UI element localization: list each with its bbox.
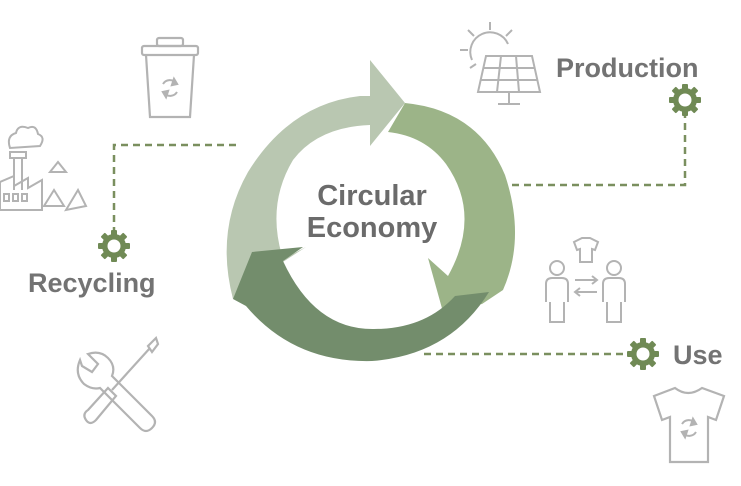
gear-icon	[98, 230, 130, 262]
connector-recycling	[112, 143, 236, 232]
people-exchange-shirt-icon	[545, 237, 626, 323]
center-title-line2: Economy	[306, 212, 438, 244]
stage-label-recycling: Recycling	[28, 268, 156, 298]
arrow-dark	[233, 247, 489, 362]
arrow-light	[226, 60, 405, 299]
sun-solar-panel-icon	[460, 22, 542, 105]
center-title-line1: Circular	[317, 180, 427, 212]
stage-label-use: Use	[673, 340, 723, 370]
gear-icon	[669, 84, 701, 116]
cycle-arrows	[226, 60, 516, 362]
trash-bin-recycle-icon	[140, 36, 200, 119]
tshirt-recycle-icon	[652, 386, 726, 464]
arrow-mid	[388, 103, 516, 312]
stage-label-production: Production	[556, 53, 699, 83]
wrench-screwdriver-icon	[76, 335, 160, 433]
connector-production	[512, 113, 687, 187]
factory-recycle-icon	[0, 125, 88, 212]
gear-icon	[627, 338, 659, 370]
center-title: Circular Economy	[292, 180, 452, 244]
